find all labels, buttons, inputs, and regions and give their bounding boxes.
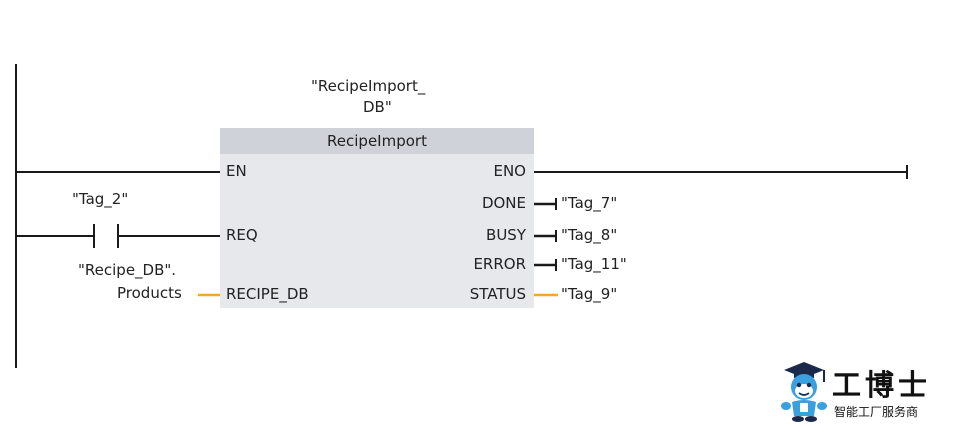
watermark-main-text: 工博士 xyxy=(832,368,932,402)
block-title: RecipeImport xyxy=(220,128,534,154)
contact-tag-label[interactable]: "Tag_2" xyxy=(72,190,129,208)
mascot-icon xyxy=(781,362,827,422)
function-block[interactable]: RecipeImport xyxy=(220,128,534,308)
pin-error: ERROR xyxy=(473,255,526,273)
pin-recipe-db: RECIPE_DB xyxy=(226,285,309,303)
status-operand[interactable]: "Tag_9" xyxy=(561,285,618,303)
watermark-logo: 工博士 智能工厂服务商 xyxy=(778,358,948,424)
pin-done: DONE xyxy=(481,194,526,212)
instance-db-label-line1: "RecipeImport_ xyxy=(311,77,426,95)
pin-en: EN xyxy=(226,162,247,180)
instance-db-label-line2: DB" xyxy=(363,98,392,116)
recipe-db-operand-line2[interactable]: Products xyxy=(117,284,182,302)
pin-eno: ENO xyxy=(493,162,526,180)
watermark-sub-text: 智能工厂服务商 xyxy=(834,405,919,419)
done-operand[interactable]: "Tag_7" xyxy=(561,194,618,212)
busy-operand[interactable]: "Tag_8" xyxy=(561,226,618,244)
recipe-db-operand-line1[interactable]: "Recipe_DB". xyxy=(78,261,177,279)
pin-req: REQ xyxy=(226,226,258,244)
pin-busy: BUSY xyxy=(486,226,526,244)
error-operand[interactable]: "Tag_11" xyxy=(561,255,627,273)
pin-status: STATUS xyxy=(469,285,526,303)
